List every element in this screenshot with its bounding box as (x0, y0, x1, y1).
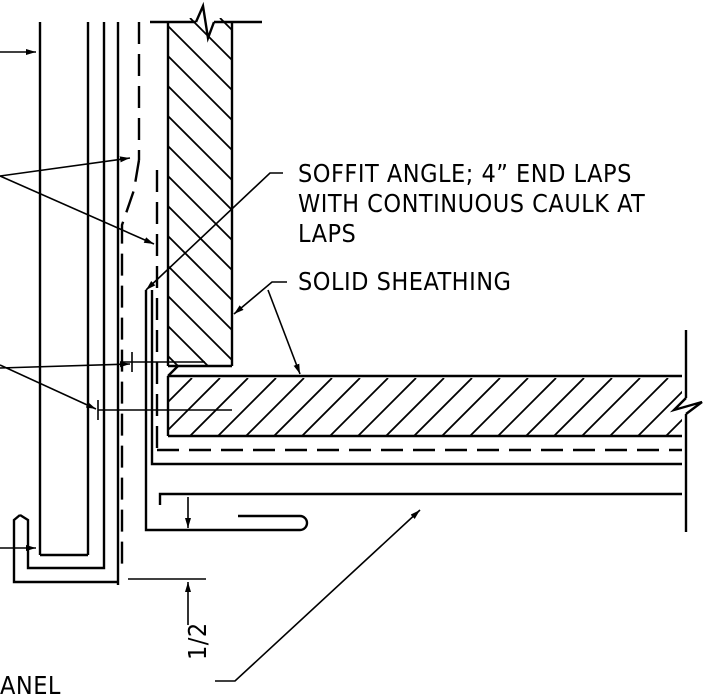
hatch-line (497, 378, 557, 436)
hatch-line (441, 378, 501, 436)
vertical-wall (0, 18, 712, 368)
hatch-line (168, 294, 232, 362)
top-break-line (150, 1, 262, 43)
hatch-line (273, 378, 333, 436)
hatch-line (609, 378, 669, 436)
hatch-line (245, 378, 305, 436)
hatch-line (553, 378, 613, 436)
hatch-line (0, 18, 88, 366)
hatch-line (168, 174, 232, 242)
dashed-lines (120, 22, 682, 570)
leader-arrows (0, 49, 421, 682)
hatch-line (525, 378, 585, 436)
soffit-angle-label-3: LAPS (298, 219, 356, 248)
hatch-line (168, 24, 232, 92)
hatch-line (640, 18, 712, 366)
hatch-line (0, 18, 28, 366)
hatch-line (0, 18, 58, 366)
hatch-line (700, 18, 712, 366)
hatch-line (50, 378, 108, 436)
dimension-label: 1/2 (183, 622, 212, 660)
hatch-line (168, 144, 232, 212)
hatch-line (0, 18, 148, 366)
hatch-line (168, 234, 232, 302)
hatch-line (217, 378, 277, 436)
hatch-line (168, 204, 232, 272)
hatch-line (22, 378, 80, 436)
dimension-half: 1/2 (128, 578, 212, 660)
wall-hatch (0, 18, 712, 366)
hatch-line (469, 378, 529, 436)
hatch-line (0, 378, 24, 436)
hatch-line (357, 378, 417, 436)
horizontal-slab (0, 374, 682, 438)
hatch-line (168, 264, 232, 332)
hatch-line (106, 378, 164, 436)
soffit-angle-label-1: SOFFIT ANGLE; 4” END LAPS (298, 159, 632, 188)
hatch-line (665, 418, 682, 436)
hatch-line (581, 378, 641, 436)
slab-hatch (0, 378, 682, 436)
hatch-line (168, 54, 232, 122)
hatch-line (637, 390, 682, 436)
hatch-line (301, 378, 361, 436)
hatch-line (670, 18, 712, 366)
solid-sheathing-label: SOLID SHEATHING (298, 267, 511, 296)
soffit-angle (144, 290, 682, 532)
wall-base-connector (97, 352, 232, 420)
hatch-line (168, 378, 221, 432)
hatch-line (0, 378, 52, 436)
hatch-line (0, 18, 118, 366)
hatch-line (78, 378, 136, 436)
left-panel (12, 22, 120, 585)
hatch-line (168, 378, 193, 404)
hatch-line (189, 378, 249, 436)
hatch-line (385, 378, 445, 436)
soffit-angle-label-2: WITH CONTINUOUS CAULK AT (298, 189, 645, 218)
hatch-line (329, 378, 389, 436)
panel-label-partial: ANEL (0, 671, 61, 698)
right-break-line (669, 330, 703, 532)
hatch-line (413, 378, 473, 436)
